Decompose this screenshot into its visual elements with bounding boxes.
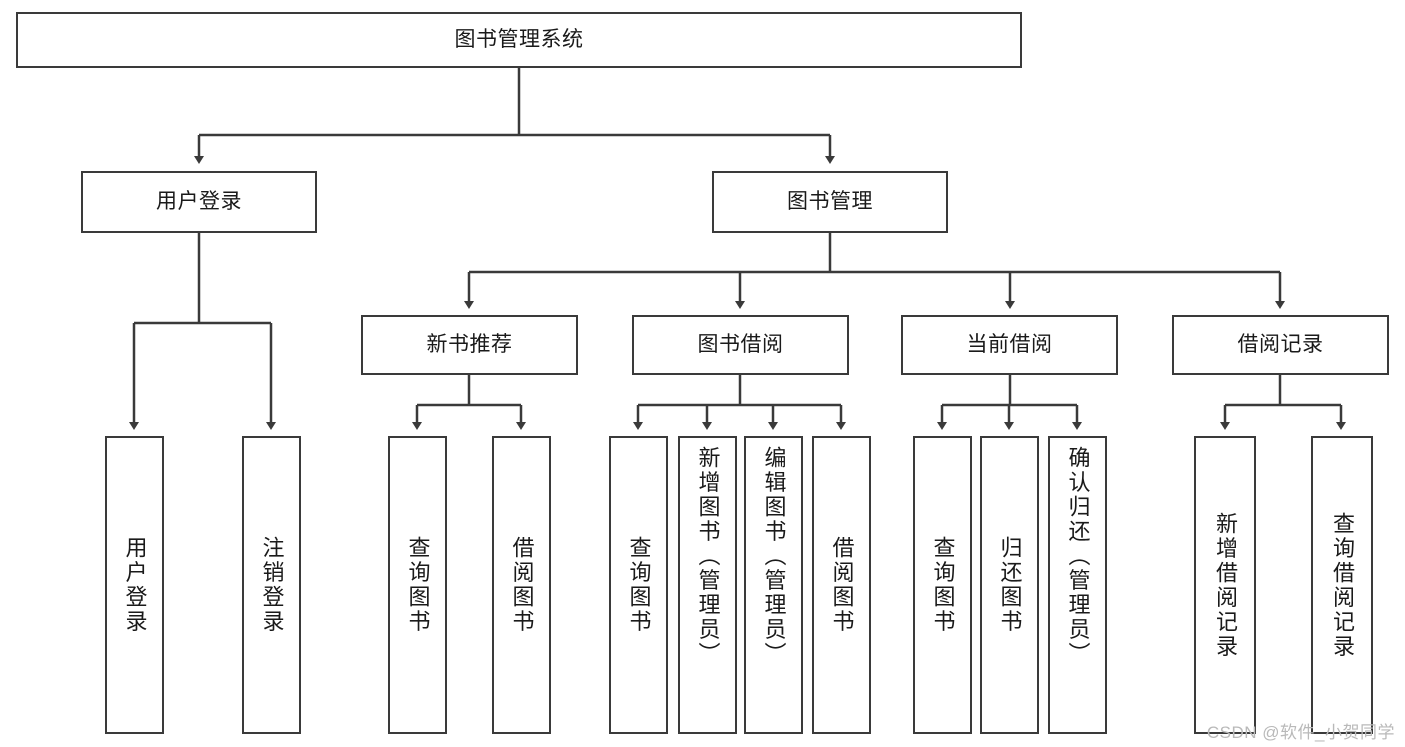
node-root-label: 图书管理系统 bbox=[454, 27, 584, 51]
leaf-add-book[interactable]: 新增图书（管理员） bbox=[678, 436, 737, 734]
node-new-book-recommend[interactable]: 新书推荐 bbox=[361, 315, 578, 375]
leaf-query-book-1[interactable]: 查询图书 bbox=[388, 436, 447, 734]
leaf-borrow-book-2-label: 借阅图书 bbox=[829, 536, 855, 634]
leaf-confirm-return-label: 确认归还（管理员） bbox=[1065, 446, 1091, 667]
leaf-query-record-label: 查询借阅记录 bbox=[1330, 511, 1355, 659]
node-current-borrow[interactable]: 当前借阅 bbox=[901, 315, 1118, 375]
node-user-login-label: 用户登录 bbox=[156, 189, 242, 213]
leaf-query-book-1-label: 查询图书 bbox=[405, 536, 431, 634]
leaf-return-book[interactable]: 归还图书 bbox=[980, 436, 1039, 734]
node-borrow-record[interactable]: 借阅记录 bbox=[1172, 315, 1389, 375]
node-root[interactable]: 图书管理系统 bbox=[16, 12, 1022, 68]
leaf-confirm-return[interactable]: 确认归还（管理员） bbox=[1048, 436, 1107, 734]
leaf-return-book-label: 归还图书 bbox=[997, 536, 1023, 634]
leaf-query-book-2[interactable]: 查询图书 bbox=[609, 436, 668, 734]
leaf-borrow-book-2[interactable]: 借阅图书 bbox=[812, 436, 871, 734]
node-book-borrow[interactable]: 图书借阅 bbox=[632, 315, 849, 375]
leaf-add-book-label: 新增图书（管理员） bbox=[695, 446, 721, 667]
watermark: CSDN @软件_小贺同学 bbox=[1206, 723, 1395, 742]
leaf-borrow-book-1[interactable]: 借阅图书 bbox=[492, 436, 551, 734]
node-book-manage-label: 图书管理 bbox=[787, 189, 873, 213]
leaf-query-book-3[interactable]: 查询图书 bbox=[913, 436, 972, 734]
leaf-query-book-3-label: 查询图书 bbox=[930, 536, 956, 634]
leaf-edit-book[interactable]: 编辑图书（管理员） bbox=[744, 436, 803, 734]
leaf-borrow-book-1-label: 借阅图书 bbox=[509, 536, 535, 634]
leaf-logout-login[interactable]: 注销登录 bbox=[242, 436, 301, 734]
node-current-borrow-label: 当前借阅 bbox=[966, 332, 1053, 356]
node-new-book-recommend-label: 新书推荐 bbox=[426, 332, 513, 356]
node-borrow-record-label: 借阅记录 bbox=[1237, 332, 1324, 356]
leaf-user-login[interactable]: 用户登录 bbox=[105, 436, 164, 734]
node-user-login[interactable]: 用户登录 bbox=[81, 171, 317, 233]
leaf-add-record[interactable]: 新增借阅记录 bbox=[1194, 436, 1256, 734]
leaf-query-book-2-label: 查询图书 bbox=[626, 536, 652, 634]
node-book-borrow-label: 图书借阅 bbox=[697, 332, 784, 356]
leaf-user-login-label: 用户登录 bbox=[122, 536, 148, 634]
leaf-add-record-label: 新增借阅记录 bbox=[1213, 511, 1238, 659]
node-book-manage[interactable]: 图书管理 bbox=[712, 171, 948, 233]
leaf-query-record[interactable]: 查询借阅记录 bbox=[1311, 436, 1373, 734]
leaf-logout-login-label: 注销登录 bbox=[259, 536, 285, 634]
leaf-edit-book-label: 编辑图书（管理员） bbox=[761, 446, 787, 667]
